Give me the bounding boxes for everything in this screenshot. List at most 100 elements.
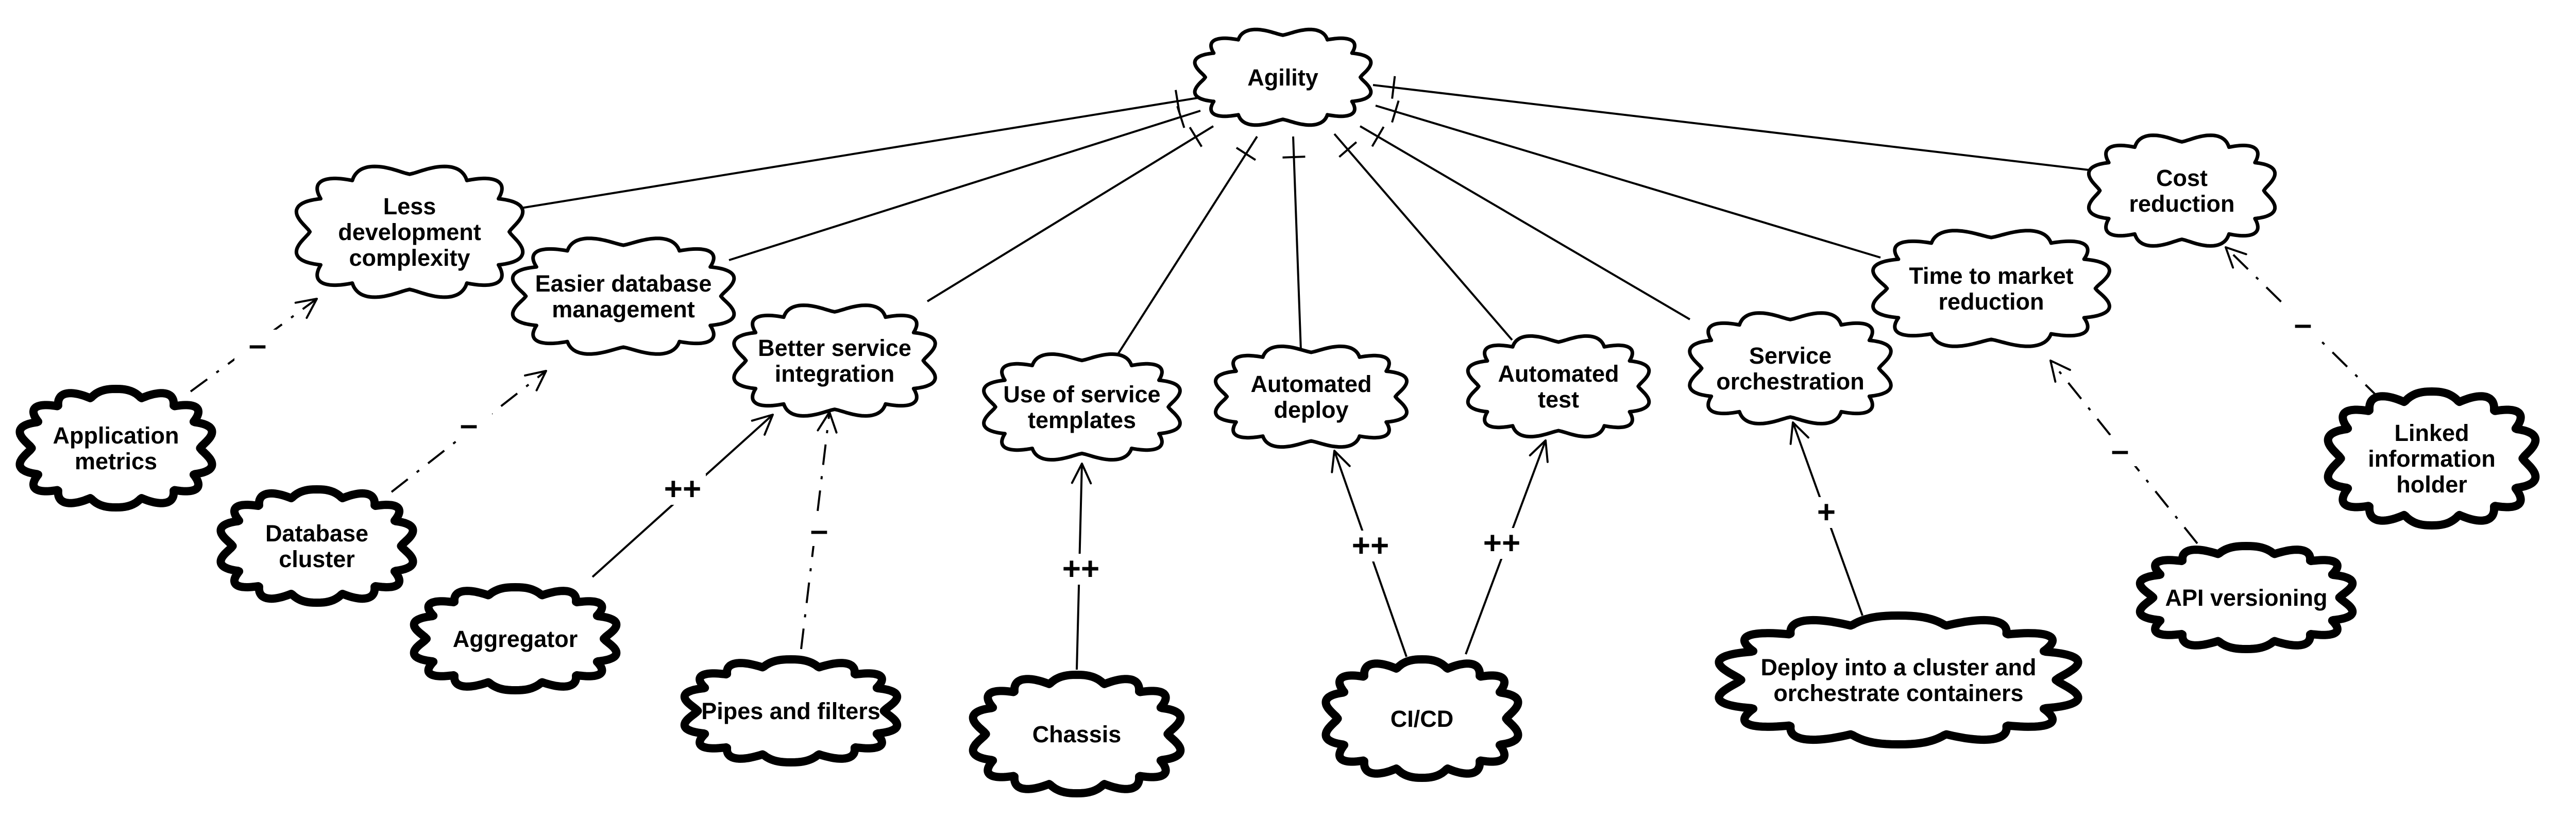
softgoal-cloud-shape xyxy=(511,236,736,356)
contribution-label-background xyxy=(1058,554,1104,585)
automated-deploy-label-line: Automated xyxy=(1251,371,1372,397)
contribution-label: + xyxy=(1817,495,1836,530)
arrowhead-icon xyxy=(1789,421,1809,445)
operationalization-aggregator: Aggregator xyxy=(410,583,621,694)
linked-information-holder-label-line: information xyxy=(2368,446,2495,472)
contribution-label-background xyxy=(1803,497,1850,528)
contribution-label: ++ xyxy=(1062,551,1099,587)
decomposition-link-service-orchestration xyxy=(1359,125,1691,320)
application-metrics-label-line: Application xyxy=(53,422,179,449)
and-decomposition-bar xyxy=(1371,126,1385,147)
aggregator-label-line: Aggregator xyxy=(453,626,578,652)
contribution-label: – xyxy=(249,327,266,363)
service-orchestration-label-line: Service xyxy=(1749,343,1832,369)
softgoal-cloud-shape xyxy=(982,352,1182,462)
contribution-label: ++ xyxy=(664,471,701,507)
decomposition-link-cost-reduction xyxy=(1372,84,2090,171)
arrowhead-icon xyxy=(1071,463,1092,485)
operationalization-cloud-shape xyxy=(969,671,1185,797)
arrowhead-icon xyxy=(524,370,547,391)
arrowhead-icon xyxy=(817,411,838,434)
operationalization-cloud-shape xyxy=(2324,387,2540,530)
and-decomposition-bar xyxy=(1189,127,1203,147)
less-dev-complexity-label-line: complexity xyxy=(349,245,470,271)
linked-information-holder-label-line: holder xyxy=(2396,471,2467,498)
decomposition-link-automated-test xyxy=(1333,133,1513,341)
less-dev-complexity-label-line: development xyxy=(338,219,481,245)
contribution-labels-layer: ––++–+++++++–– xyxy=(234,306,2326,587)
contribution-link-pipes-and-filters-to-better-service-integration xyxy=(800,412,831,650)
cost-reduction-label-line: reduction xyxy=(2129,191,2234,217)
softgoal-cloud-shape xyxy=(1193,27,1373,127)
contribution-label: – xyxy=(460,407,478,442)
automated-test-label-line: Automated xyxy=(1498,361,1619,387)
application-metrics-label-line: metrics xyxy=(75,448,157,474)
automated-test-label-line: test xyxy=(1538,386,1579,413)
operationalization-api-versioning: API versioning xyxy=(2136,542,2357,653)
contribution-label: ++ xyxy=(1483,525,1520,561)
database-cluster-label-line: cluster xyxy=(279,546,355,572)
use-of-service-templates-label-line: Use of service xyxy=(1003,381,1160,407)
decomposition-link-easier-db-management xyxy=(728,110,1201,261)
softgoal-cloud-shape xyxy=(294,164,525,299)
contribution-label-background xyxy=(446,410,492,440)
api-versioning-label-line: API versioning xyxy=(2165,585,2327,611)
and-decomposition-bar xyxy=(1176,106,1185,128)
contribution-label-background xyxy=(234,330,281,361)
contribution-label: – xyxy=(2111,433,2129,468)
deploy-cluster-containers-label-line: orchestrate containers xyxy=(1773,680,2023,706)
and-decomposition-bar xyxy=(1391,100,1400,123)
use-of-service-templates-label-line: templates xyxy=(1028,407,1136,433)
decomposition-link-time-to-market-reduction xyxy=(1375,105,1881,259)
contribution-label-background xyxy=(796,515,842,546)
operationalization-cloud-shape xyxy=(2136,542,2357,653)
contribution-label: – xyxy=(810,513,828,548)
arrowhead-icon xyxy=(751,414,774,436)
contribution-label-background xyxy=(2097,435,2143,466)
and-decomposition-bar xyxy=(1282,156,1306,159)
softgoal-cloud-shape xyxy=(732,303,937,418)
operationalization-cloud-shape xyxy=(680,655,902,766)
softgoal-cloud-shape xyxy=(1466,334,1651,439)
time-to-market-reduction-label-line: Time to market xyxy=(1909,263,2073,289)
decomposition-link-use-of-service-templates xyxy=(1114,135,1258,359)
service-orchestration-label-line: orchestration xyxy=(1716,368,1865,395)
contribution-label-background xyxy=(2280,309,2326,340)
time-to-market-reduction-label-line: reduction xyxy=(1938,288,2044,315)
contribution-link-api-versioning-to-time-to-market-reduction xyxy=(2049,360,2198,544)
linked-information-holder-label-line: Linked xyxy=(2394,420,2469,446)
arrowhead-icon xyxy=(1529,439,1549,463)
agility-label-line: Agility xyxy=(1247,64,1318,91)
ci-cd-label-line: CI/CD xyxy=(1391,706,1454,732)
operationalization-chassis: Chassis xyxy=(969,671,1185,797)
arrowhead-icon xyxy=(2225,246,2247,269)
decomposition-link-automated-deploy xyxy=(1292,136,1302,351)
better-service-integration-label-line: Better service xyxy=(758,335,911,361)
database-cluster-label-line: Database xyxy=(265,520,368,547)
softgoal-cloud-shape xyxy=(1688,311,1893,425)
operationalization-cloud-shape xyxy=(1321,655,1522,782)
contribution-label-background xyxy=(1347,531,1394,561)
and-decomposition-bar xyxy=(1338,141,1358,158)
contribution-label: – xyxy=(2294,306,2312,342)
contribution-label-background xyxy=(659,474,706,505)
less-dev-complexity-label-line: Less xyxy=(383,193,436,219)
chassis-label-line: Chassis xyxy=(1032,721,1122,747)
arrowhead-icon xyxy=(2049,360,2071,383)
easier-db-management-label-line: management xyxy=(552,296,695,322)
contribution-label-background xyxy=(1479,528,1525,559)
arrowhead-icon xyxy=(294,298,318,319)
operationalization-ci-cd: CI/CD xyxy=(1321,655,1522,782)
softgoal-agility: Agility xyxy=(1193,27,1373,127)
